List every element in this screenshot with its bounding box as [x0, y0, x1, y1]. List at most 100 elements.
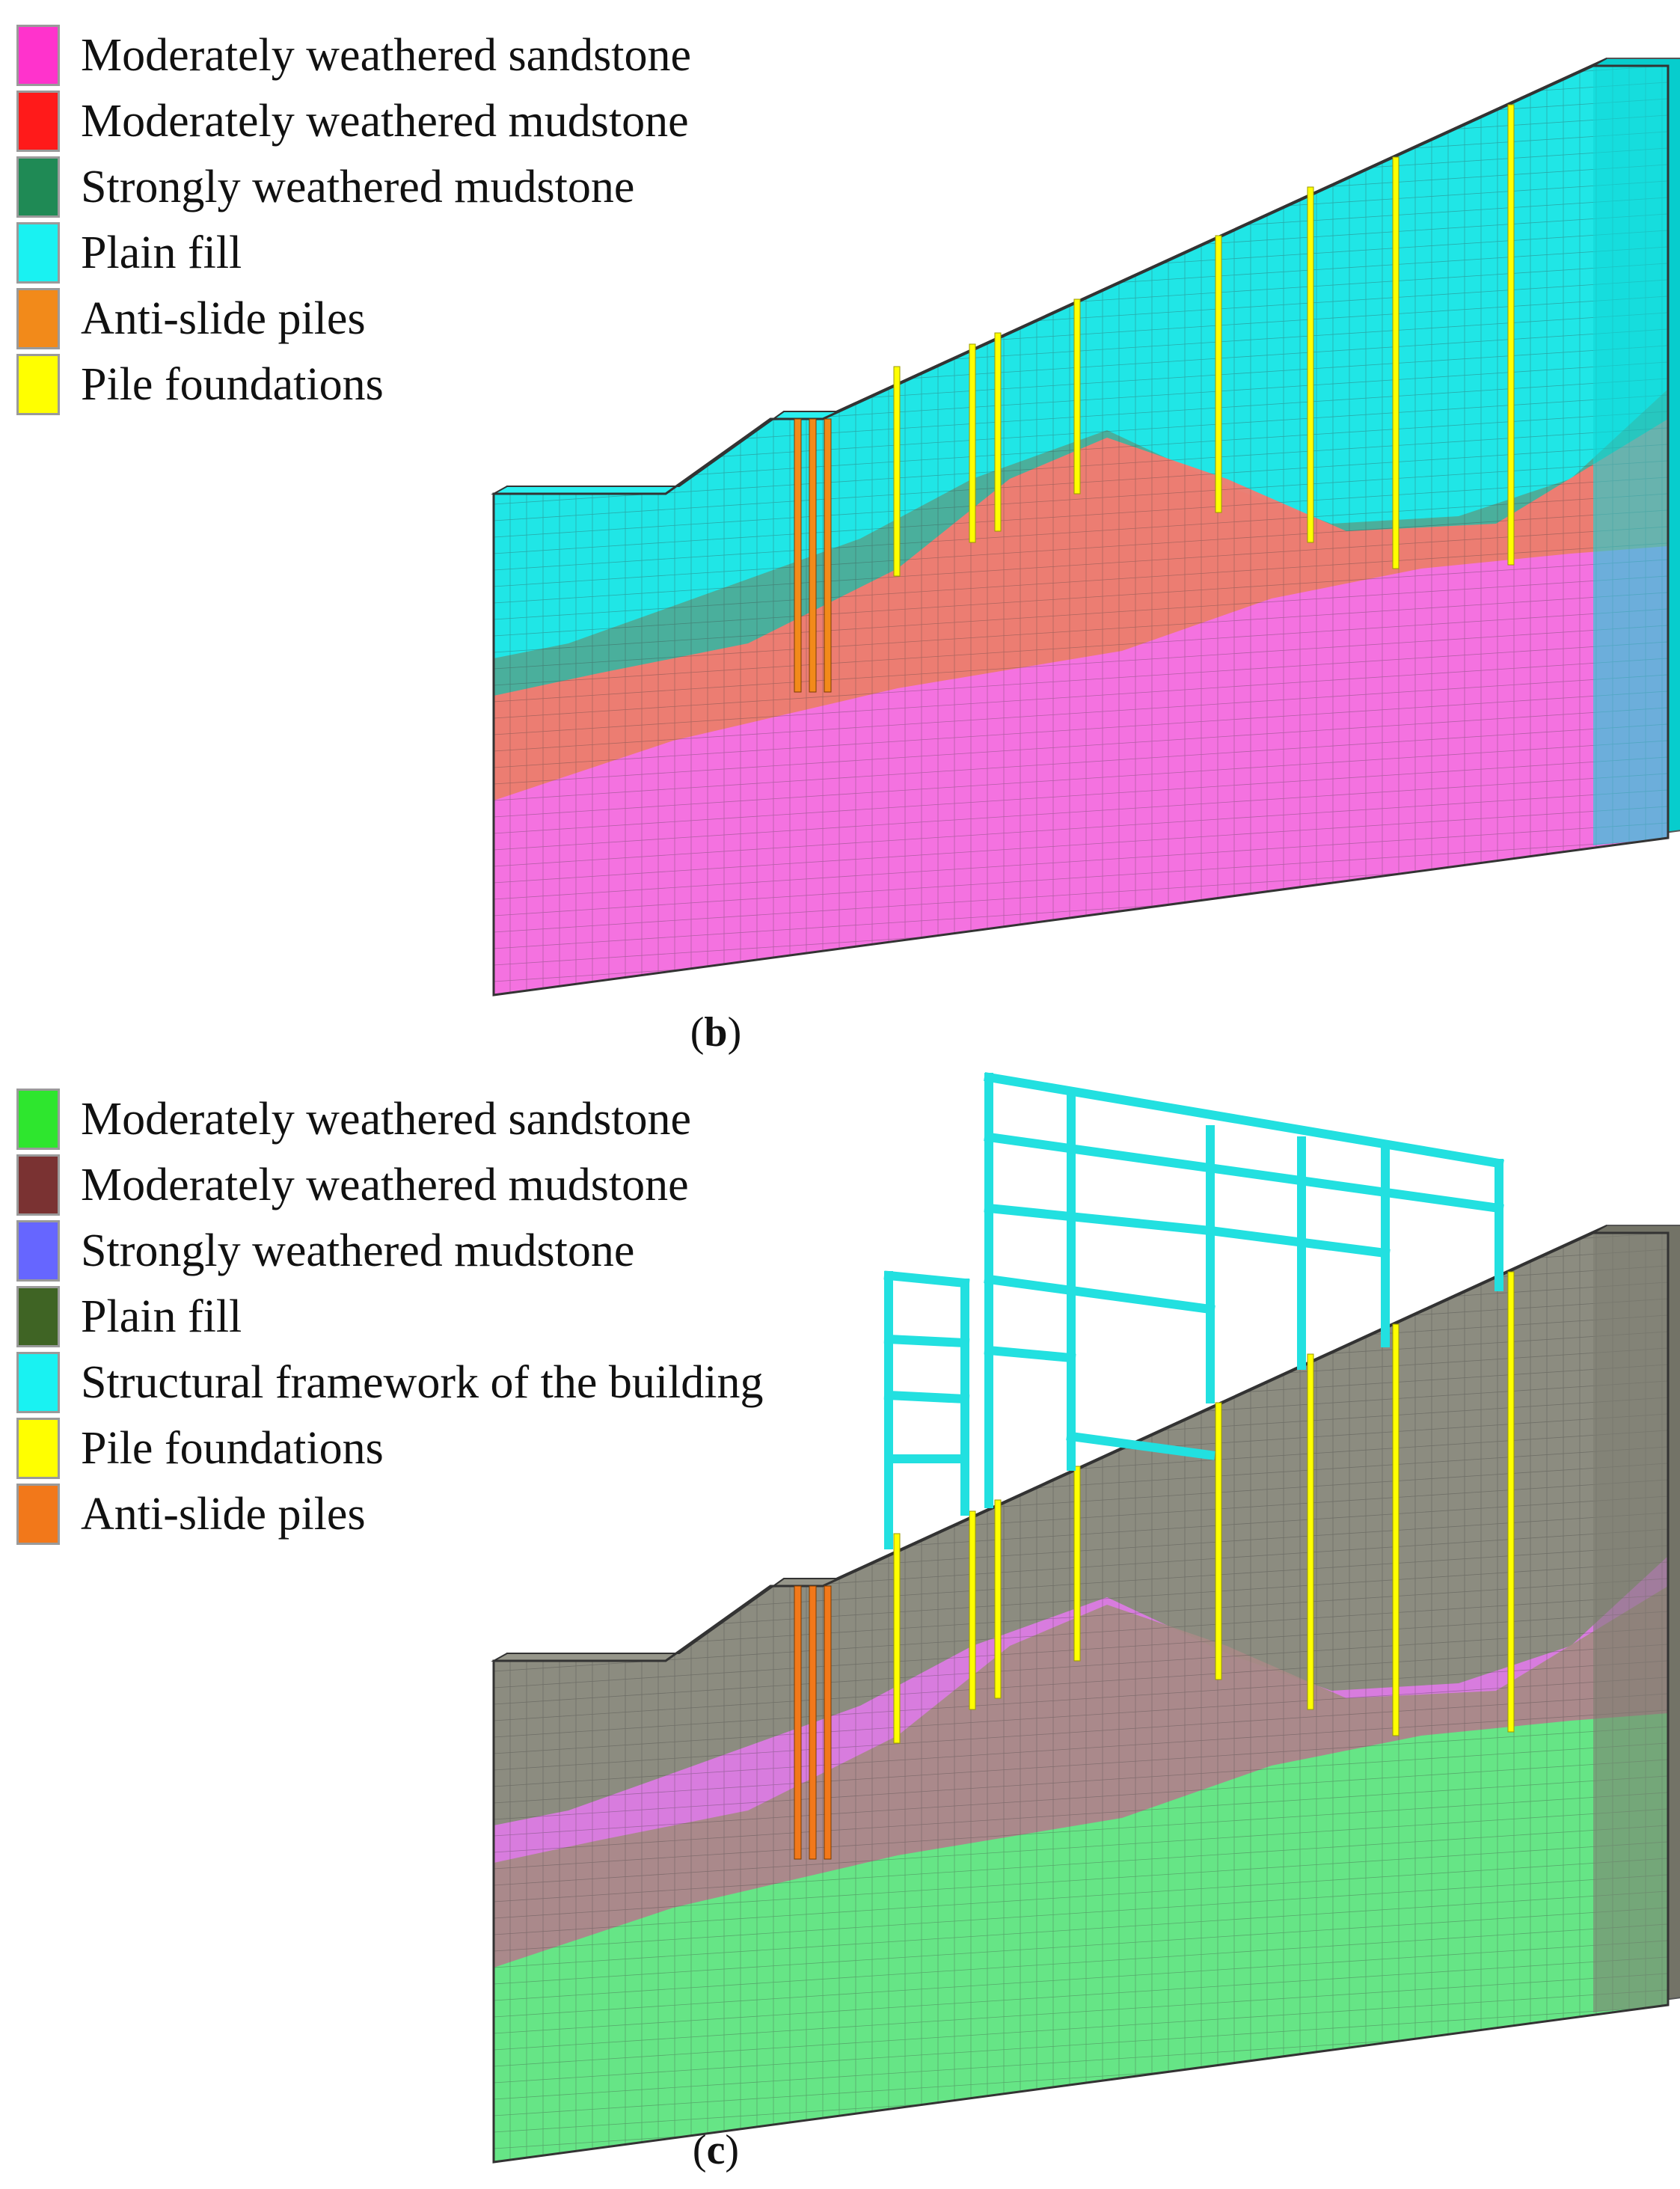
pile-foundation: [1215, 235, 1222, 513]
legend-swatch: [16, 1418, 60, 1479]
legend-swatch: [16, 91, 60, 152]
pile-foundation: [1307, 186, 1314, 543]
legend-item: Plain fill: [16, 1284, 764, 1350]
legend-item: Structural framework of the building: [16, 1350, 764, 1415]
frame-member: [984, 1274, 1215, 1314]
mesh-line: [494, 575, 1668, 653]
legend-label: Plain fill: [81, 1291, 242, 1342]
frame-member: [984, 1072, 1504, 1169]
legend-item: Moderately weathered mudstone: [16, 1152, 764, 1218]
mesh-line: [494, 2006, 1668, 2084]
legend-label: Pile foundations: [81, 359, 384, 410]
mesh-line: [494, 526, 1668, 604]
moderately-weathered-sandstone-layer: [494, 1713, 1668, 2162]
anti-slide-pile: [824, 418, 832, 693]
legend-item: Moderately weathered sandstone: [16, 22, 691, 88]
mesh-line: [494, 1677, 1668, 1754]
mesh-line: [494, 789, 1668, 867]
pile-foundation: [893, 366, 901, 577]
legend-swatch: [16, 354, 60, 415]
mesh-line: [494, 1792, 1668, 1870]
mesh-line: [494, 559, 1668, 637]
mesh-line: [494, 1841, 1668, 1919]
mesh-line: [494, 1923, 1668, 2001]
model-group-c: [491, 1225, 1680, 2164]
caption-letter: c: [706, 2127, 726, 2173]
legend-label: Moderately weathered mudstone: [81, 1160, 689, 1210]
caption-letter: b: [704, 1009, 728, 1056]
mesh-line: [494, 444, 1668, 521]
mesh-line: [494, 1775, 1668, 1853]
mesh-line: [494, 427, 1668, 505]
caption-c: (c): [0, 2126, 1556, 2174]
legend-label: Anti-slide piles: [81, 293, 366, 344]
mesh-line: [494, 542, 1668, 620]
caption-b: (b): [0, 1008, 1556, 1056]
mesh-line: [494, 740, 1668, 818]
anti-slide-pile: [809, 1585, 817, 1860]
legend-c: Moderately weathered sandstone Moderatel…: [16, 1086, 764, 1547]
mesh-line: [494, 691, 1668, 768]
pile-foundation: [1392, 156, 1400, 569]
mesh-line: [494, 1611, 1668, 1689]
legend-swatch: [16, 1154, 60, 1216]
pile-foundation: [994, 332, 1002, 532]
figure-panel-c: Moderately weathered sandstone Moderatel…: [0, 1062, 1680, 2189]
legend-label: Moderately weathered mudstone: [81, 96, 689, 147]
legend-swatch: [16, 1220, 60, 1282]
mesh-line: [494, 658, 1668, 735]
legend-label: Strongly weathered mudstone: [81, 1225, 635, 1276]
frame-member: [1205, 1225, 1391, 1258]
anti-slide-pile: [794, 1585, 802, 1860]
mesh-line: [494, 592, 1668, 670]
legend-label: Plain fill: [81, 227, 242, 278]
frame-member: [883, 1270, 970, 1288]
legend-swatch: [16, 1484, 60, 1545]
pile-foundation: [969, 343, 976, 543]
mesh-line: [494, 509, 1668, 587]
mesh-line: [494, 806, 1668, 884]
mesh-line: [494, 756, 1668, 834]
legend-label: Moderately weathered sandstone: [81, 1094, 692, 1145]
mesh-line: [494, 773, 1668, 851]
mesh-line: [494, 1808, 1668, 1886]
caption-open: (: [692, 2127, 707, 2173]
legend-item: Plain fill: [16, 220, 691, 286]
pile-foundation: [1507, 104, 1515, 566]
mesh-line: [494, 1594, 1668, 1672]
mesh-line: [494, 641, 1668, 719]
pile-foundation: [893, 1533, 901, 1744]
legend-item: Pile foundations: [16, 1415, 764, 1481]
legend-label: Strongly weathered mudstone: [81, 162, 635, 212]
legend-label: Anti-slide piles: [81, 1489, 366, 1540]
mesh-line: [494, 723, 1668, 801]
pile-foundation: [1392, 1323, 1400, 1736]
legend-swatch: [16, 1286, 60, 1347]
mesh-line: [494, 1874, 1668, 1952]
mesh-line: [494, 493, 1668, 571]
pile-foundation: [1073, 298, 1081, 495]
legend-label: Pile foundations: [81, 1423, 384, 1474]
mesh-line: [494, 1627, 1668, 1705]
pile-foundation: [1073, 1466, 1081, 1662]
legend-swatch: [16, 1089, 60, 1150]
legend-item: Anti-slide piles: [16, 286, 691, 352]
mesh-line: [494, 1644, 1668, 1721]
mesh-line: [494, 1742, 1668, 1820]
legend-swatch: [16, 156, 60, 218]
figure-panel-b: Moderately weathered sandstone Moderatel…: [0, 0, 1680, 1062]
mesh-line: [494, 1907, 1668, 1985]
pile-foundation: [994, 1499, 1002, 1699]
mesh-line: [494, 477, 1668, 554]
mesh-line: [494, 1726, 1668, 1804]
legend-label: Moderately weathered sandstone: [81, 30, 692, 81]
mesh-line: [494, 1693, 1668, 1771]
anti-slide-pile: [809, 418, 817, 693]
model-side-face: [1593, 1233, 1668, 2012]
caption-open: (: [690, 1009, 705, 1056]
frame-member: [984, 1132, 1504, 1213]
frame-member: [984, 1345, 1076, 1363]
legend-swatch: [16, 1352, 60, 1413]
mesh-line: [494, 1989, 1668, 2067]
pile-foundation: [1507, 1271, 1515, 1733]
